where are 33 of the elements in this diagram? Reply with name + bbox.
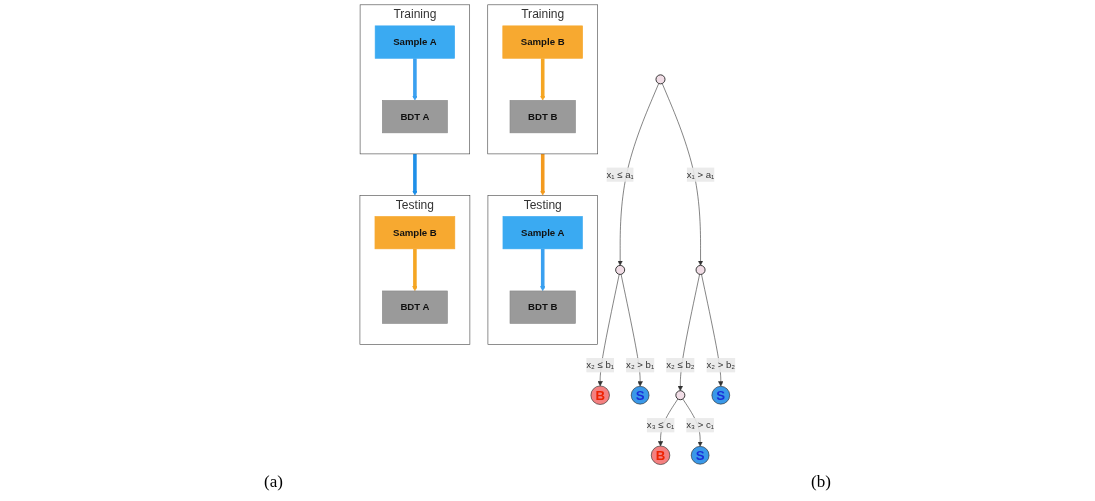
node-box: BDT B (509, 100, 576, 134)
node-box: Sample A (502, 216, 583, 250)
edge-label: x₁ ≤ a₁ (606, 169, 634, 180)
arrow (540, 248, 546, 292)
node-circle (695, 264, 706, 275)
arrow (540, 153, 546, 196)
edge-label: x₂ > b₁ (626, 359, 655, 371)
edge-label: x₃ ≤ c₁ (646, 419, 675, 431)
node-box: BDT A (382, 290, 448, 324)
edge-label: x₃ > c₁ (686, 419, 715, 431)
edge-label: x₂ ≤ b₂ (666, 359, 695, 371)
node-circle (615, 264, 626, 275)
panel-caption: (b) (811, 472, 831, 492)
arrow (412, 248, 418, 292)
node-circle: B (650, 445, 671, 465)
node-box: Sample A (374, 25, 455, 59)
node-circle: S (630, 386, 650, 405)
arrow (412, 58, 418, 101)
edge-label: x₂ ≤ b₁ (586, 359, 615, 371)
node-box: BDT A (382, 100, 448, 134)
edge-label: x₂ > b₂ (706, 359, 736, 371)
edge-label: x₁ > a₁ (686, 169, 715, 180)
panel-caption: (a) (264, 472, 283, 492)
node-box: BDT B (509, 290, 576, 324)
node-box: Sample B (502, 25, 583, 59)
node-circle (675, 390, 686, 401)
arrow (412, 153, 418, 196)
node-circle: S (690, 446, 710, 465)
node-circle: S (711, 386, 730, 405)
node-box: Sample B (374, 216, 456, 250)
arrow (540, 58, 546, 101)
node-circle (655, 74, 666, 85)
node-circle: B (590, 385, 610, 405)
